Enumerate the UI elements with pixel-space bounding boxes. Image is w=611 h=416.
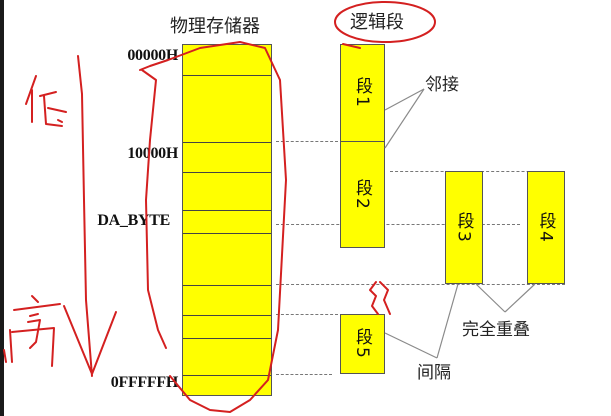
left-edge-bar <box>0 0 4 416</box>
memory-divider <box>183 142 271 143</box>
segment-2-label: 段2 <box>352 178 372 211</box>
memory-divider <box>183 375 271 376</box>
segment-5: 段5 <box>340 314 385 374</box>
logical-segment-title: 逻辑段 <box>350 12 404 33</box>
segment-2: 段2 <box>340 141 385 248</box>
annotation-adjacent: 邻接 <box>425 75 459 95</box>
physical-memory-title: 物理存储器 <box>170 16 260 37</box>
address-label-10000h: 10000H <box>127 145 178 162</box>
guide-line-seg3-end <box>276 284 565 285</box>
address-label-0fffffh: 0FFFFFH <box>110 374 179 391</box>
segment-4-label: 段4 <box>535 211 556 244</box>
guide-line-seg5-start <box>276 314 338 315</box>
annotation-complete-overlap: 完全重叠 <box>462 320 530 340</box>
segment-4: 段4 <box>527 171 565 284</box>
segment-3: 段3 <box>445 171 483 284</box>
segment-5-label: 段5 <box>352 328 372 360</box>
guide-line-da-byte <box>276 224 520 225</box>
memory-divider <box>183 75 271 76</box>
segment-1-label: 段1 <box>352 77 372 109</box>
memory-divider <box>183 285 271 286</box>
guide-line-seg5-end <box>276 374 332 375</box>
memory-divider <box>183 210 271 211</box>
address-label-da-byte: DA_BYTE <box>97 212 170 229</box>
physical-memory-block <box>182 44 272 396</box>
leader-lines <box>384 88 536 359</box>
segment-1: 段1 <box>340 44 385 142</box>
memory-divider <box>183 338 271 339</box>
memory-divider <box>183 172 271 173</box>
segment-3-label: 段3 <box>453 211 474 244</box>
address-label-00000h: 00000H <box>127 47 178 64</box>
memory-divider <box>183 315 271 316</box>
handwritten-ink <box>3 1 436 413</box>
memory-divider <box>183 233 271 234</box>
guide-line-seg2-start <box>276 141 338 142</box>
annotation-gap: 间隔 <box>417 363 451 383</box>
